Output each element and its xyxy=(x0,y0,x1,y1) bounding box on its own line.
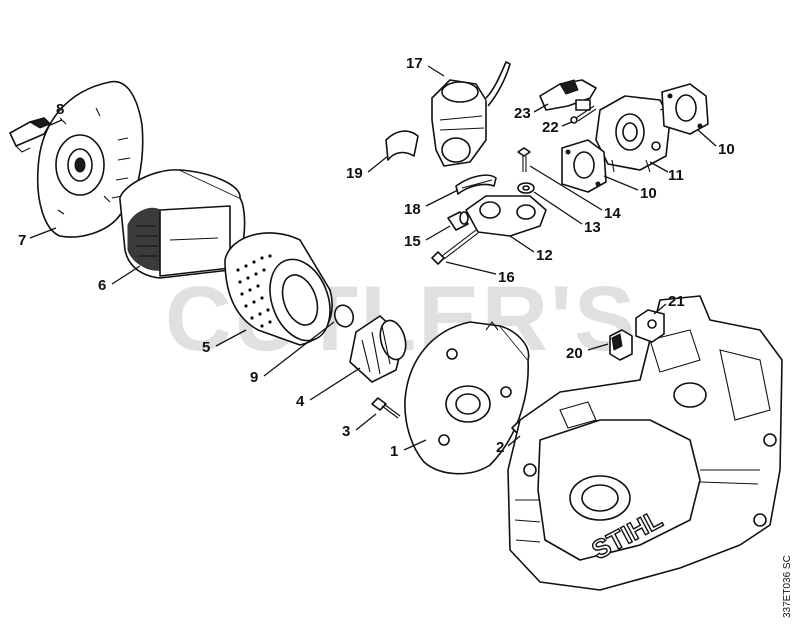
part-19-plate xyxy=(385,130,419,161)
leader-line xyxy=(561,121,573,127)
leader-line xyxy=(445,261,497,275)
callout-5: 5 xyxy=(202,329,247,356)
part-17-manifold xyxy=(431,61,511,167)
callout-23: 23 xyxy=(514,103,549,122)
part-20-bracket xyxy=(609,329,633,361)
svg-text:18: 18 xyxy=(404,201,421,218)
part-22-pin xyxy=(570,105,597,124)
svg-text:8: 8 xyxy=(56,101,64,118)
svg-text:14: 14 xyxy=(604,205,621,222)
part-12-flange xyxy=(465,195,547,237)
part-4-screen xyxy=(349,315,407,383)
part-23-lever xyxy=(539,79,597,111)
part-10-gasket-lower xyxy=(561,139,607,193)
leader-line xyxy=(425,225,451,241)
leader-line xyxy=(425,189,459,207)
svg-text:17: 17 xyxy=(406,55,423,72)
svg-text:10: 10 xyxy=(718,141,735,158)
part-16-bolt xyxy=(431,229,479,265)
leader-line xyxy=(507,435,521,447)
leader-line xyxy=(533,191,583,225)
svg-text:1: 1 xyxy=(390,443,398,460)
callout-22: 22 xyxy=(542,119,573,136)
svg-text:11: 11 xyxy=(668,167,684,184)
svg-text:12: 12 xyxy=(536,247,553,264)
callout-19: 19 xyxy=(346,155,389,182)
leader-line xyxy=(403,439,427,451)
callout-18: 18 xyxy=(404,189,459,218)
leader-line xyxy=(603,175,639,191)
part-6-filter-housing xyxy=(119,169,246,279)
svg-text:7: 7 xyxy=(18,232,26,249)
callout-2: 2 xyxy=(496,435,521,456)
part-9-disc xyxy=(333,304,355,328)
callout-12: 12 xyxy=(509,235,553,264)
svg-text:20: 20 xyxy=(566,345,583,362)
callout-14: 14 xyxy=(529,165,621,222)
leader-line xyxy=(309,367,361,401)
leader-line xyxy=(427,65,445,77)
leader-line xyxy=(263,321,335,377)
callout-7: 7 xyxy=(18,227,57,249)
callout-20: 20 xyxy=(566,343,609,362)
leader-line xyxy=(697,129,717,147)
leader-line xyxy=(587,343,609,351)
leader-line xyxy=(529,165,603,211)
part-13-washer xyxy=(517,182,535,194)
engine-housing: STIHL xyxy=(507,295,783,591)
svg-text:19: 19 xyxy=(346,165,363,182)
part-3-screw xyxy=(371,397,401,419)
svg-text:21: 21 xyxy=(668,293,685,310)
callout-21: 21 xyxy=(653,293,685,315)
callouts: 8 7 6 5 9 4 3 1 2 17 19 23 22 10 11 10 1… xyxy=(18,55,735,460)
svg-text:13: 13 xyxy=(584,219,601,236)
callout-1: 1 xyxy=(390,439,427,460)
callout-11: 11 xyxy=(649,161,684,184)
leader-line xyxy=(111,265,141,285)
svg-text:5: 5 xyxy=(202,339,210,356)
leader-line xyxy=(355,413,377,431)
svg-text:4: 4 xyxy=(296,393,305,410)
drawing-code: 337ET036 SC xyxy=(782,555,793,618)
callout-16: 16 xyxy=(445,261,515,286)
leader-line xyxy=(367,155,389,173)
part-18-clamp xyxy=(455,174,497,195)
part-10-gasket-upper xyxy=(661,83,709,135)
leader-line xyxy=(649,161,669,173)
part-7-filter-cover xyxy=(36,80,144,238)
callout-10-lower: 10 xyxy=(603,175,657,202)
callout-3: 3 xyxy=(342,413,377,440)
svg-text:9: 9 xyxy=(250,369,258,386)
callout-15: 15 xyxy=(404,225,451,250)
part-1-carb-box xyxy=(404,321,530,475)
callout-13: 13 xyxy=(533,191,601,236)
svg-text:22: 22 xyxy=(542,119,559,136)
svg-text:10: 10 xyxy=(640,185,657,202)
callout-17: 17 xyxy=(406,55,445,77)
part-21-block xyxy=(635,309,665,343)
svg-text:16: 16 xyxy=(498,269,515,286)
svg-text:23: 23 xyxy=(514,105,531,122)
leader-line xyxy=(533,103,549,113)
part-5-air-filter xyxy=(224,232,333,346)
svg-text:15: 15 xyxy=(404,233,421,250)
svg-text:3: 3 xyxy=(342,423,350,440)
leader-line xyxy=(47,119,63,127)
leader-line xyxy=(509,235,535,253)
leader-line xyxy=(29,227,57,239)
svg-text:6: 6 xyxy=(98,277,106,294)
part-11-carburetor xyxy=(595,95,681,173)
svg-text:2: 2 xyxy=(496,439,504,456)
callout-8: 8 xyxy=(47,101,64,127)
leader-line xyxy=(653,303,667,315)
part-15-sleeve xyxy=(447,211,469,231)
leader-line xyxy=(215,329,247,347)
callout-10-upper: 10 xyxy=(697,129,735,158)
callout-9: 9 xyxy=(250,321,335,386)
part-14-screw xyxy=(517,147,531,172)
callout-6: 6 xyxy=(98,265,141,294)
callout-4: 4 xyxy=(296,367,361,410)
